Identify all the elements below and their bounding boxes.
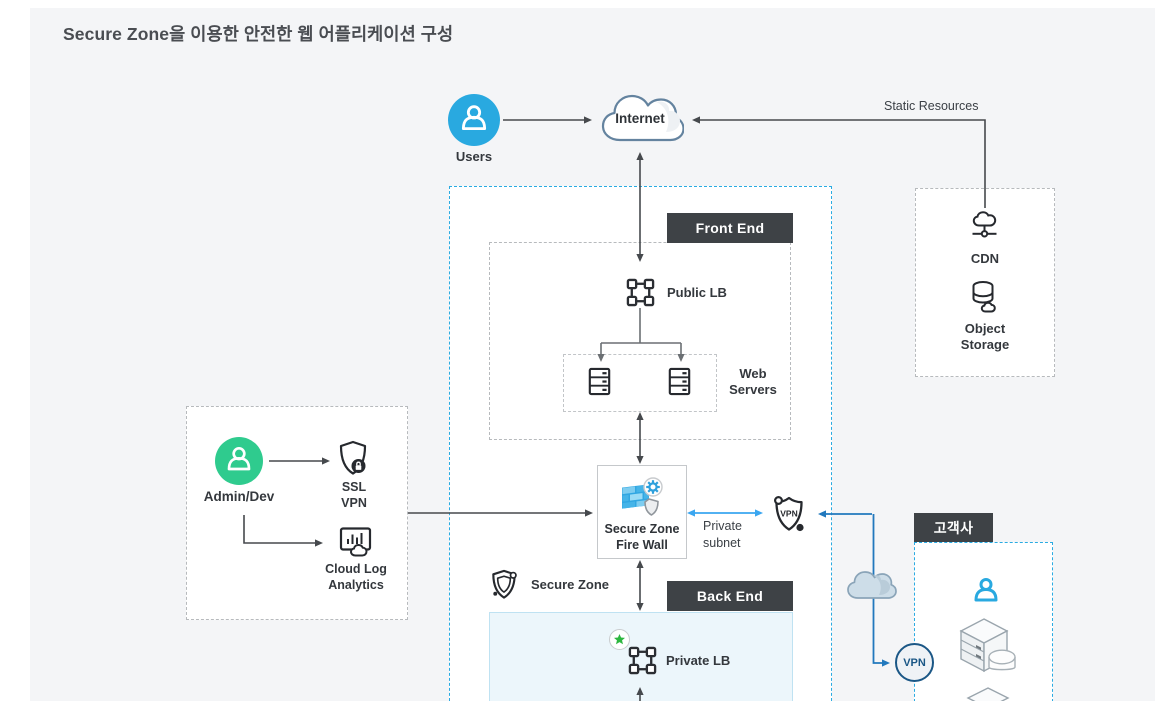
web-servers-box xyxy=(563,354,717,412)
firewall-icon xyxy=(619,475,665,522)
internet-node: Internet xyxy=(596,88,685,150)
cdn-label: CDN xyxy=(970,251,1000,266)
back-end-box xyxy=(489,612,793,701)
lb-split-connectors xyxy=(600,308,682,355)
ssl-vpn-icon xyxy=(336,440,370,483)
public-lb-label: Public LB xyxy=(667,285,727,300)
object-storage-icon xyxy=(969,280,1001,321)
customer-badge: 고객사 xyxy=(914,513,993,542)
front-end-badge: Front End xyxy=(667,213,793,243)
private-subnet-label: Private subnet xyxy=(703,519,742,550)
customer-server-icon xyxy=(956,617,1018,686)
vpn-path-arrowheads xyxy=(818,510,890,667)
firewall-label: Secure Zone Fire Wall xyxy=(604,522,680,553)
vpn-tunnel-node: VPN xyxy=(895,643,934,682)
tunnel-cloud-icon xyxy=(844,562,898,611)
dark-arrowheads xyxy=(315,116,700,695)
private-lb-label: Private LB xyxy=(666,653,731,668)
dark-connectors xyxy=(243,119,986,701)
vpn-path-connector xyxy=(825,513,883,664)
star-icon xyxy=(613,633,626,645)
vpn-tunnel-label: VPN xyxy=(903,656,926,669)
users-label: Users xyxy=(455,149,493,164)
cdn-icon xyxy=(969,211,1001,250)
web-servers-label: Web Servers xyxy=(729,366,777,398)
web-server-icon-2 xyxy=(664,366,695,402)
vpn-gateway-icon: VPN xyxy=(766,494,812,541)
customer-server-icon-2 xyxy=(964,686,1012,701)
cloud-log-icon xyxy=(338,526,374,563)
private-lb-icon xyxy=(627,645,658,681)
secure-zone-shield-icon xyxy=(488,568,520,606)
object-storage-label: Object Storage xyxy=(960,321,1010,353)
firewall-node: Secure Zone Fire Wall xyxy=(597,465,687,559)
admin-user-icon xyxy=(223,443,255,480)
cloud-log-label: Cloud Log Analytics xyxy=(325,562,387,592)
private-subnet-arrowheads xyxy=(687,509,763,517)
users-node xyxy=(448,94,500,146)
static-resources-label: Static Resources xyxy=(884,99,979,113)
customer-user-icon xyxy=(971,575,1001,610)
vpn-gateway-text: VPN xyxy=(780,509,797,519)
user-icon xyxy=(457,101,491,140)
back-end-badge: Back End xyxy=(667,581,793,611)
star-badge xyxy=(609,629,630,650)
lb-split-arrowheads xyxy=(597,354,685,362)
internet-cloud-icon xyxy=(596,94,685,154)
web-server-icon-1 xyxy=(584,366,615,402)
page-title: Secure Zone을 이용한 안전한 웹 어플리케이션 구성 xyxy=(63,24,454,44)
internet-label: Internet xyxy=(615,111,665,126)
public-lb-icon xyxy=(625,277,656,313)
admin-label: Admin/Dev xyxy=(203,489,275,504)
admin-node xyxy=(215,437,263,485)
ssl-vpn-label: SSL VPN xyxy=(341,480,367,510)
secure-zone-label: Secure Zone xyxy=(531,577,610,592)
